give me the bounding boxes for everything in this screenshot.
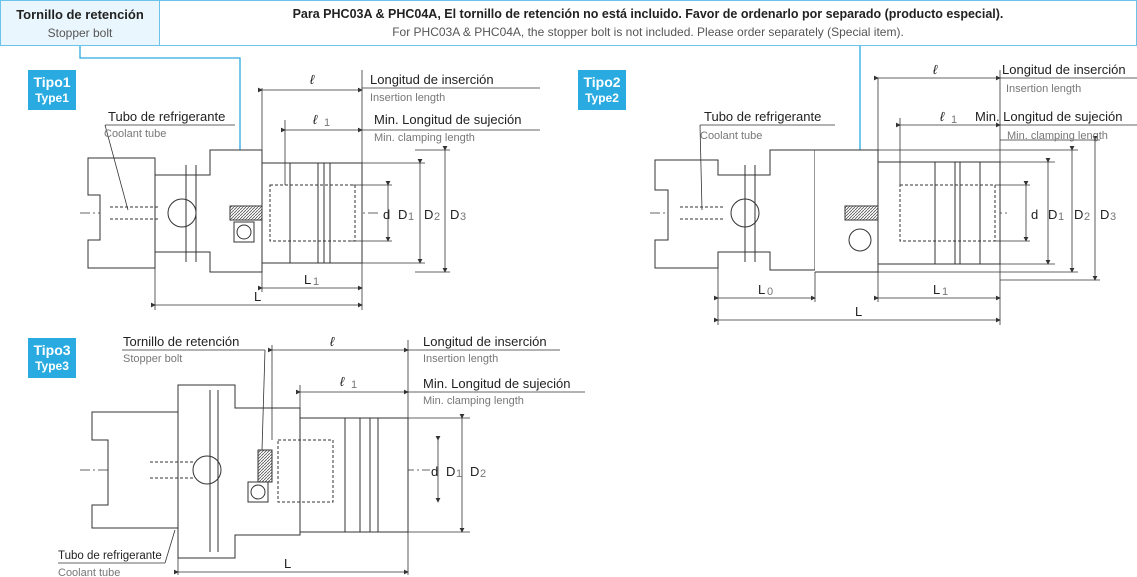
type1-L1: L bbox=[304, 272, 311, 287]
type2-l: ℓ bbox=[933, 62, 938, 77]
type2-drawing bbox=[650, 149, 1010, 273]
type2-L0: L bbox=[758, 282, 765, 297]
type3-stopper-en: Stopper bolt bbox=[123, 353, 182, 365]
type1-d: d bbox=[383, 207, 390, 222]
type1-dimensions bbox=[104, 70, 540, 310]
type2-label-es: Tipo2 bbox=[583, 74, 621, 90]
type1-l1: ℓ bbox=[313, 112, 318, 127]
type1-l: ℓ bbox=[310, 72, 315, 87]
note-es: Para PHC03A & PHC04A, El tornillo de ret… bbox=[292, 7, 1004, 21]
type2-L1: L bbox=[933, 282, 940, 297]
type2-label-en: Type2 bbox=[585, 91, 619, 105]
type1-coolant-en: Coolant tube bbox=[104, 128, 166, 140]
type3-L: L bbox=[284, 556, 291, 571]
type1-drawing bbox=[80, 149, 380, 273]
type1-D2-sub: 2 bbox=[434, 211, 440, 223]
type3-D1: D bbox=[446, 464, 455, 479]
type3-stopper-es: Tornillo de retención bbox=[123, 334, 239, 349]
stopper-bolt-note: Para PHC03A & PHC04A, El tornillo de ret… bbox=[159, 0, 1137, 46]
type1-l1-sub: 1 bbox=[324, 117, 330, 129]
type3-insertion-es: Longitud de inserción bbox=[423, 334, 547, 349]
type2-D3-sub: 3 bbox=[1110, 211, 1116, 223]
note-en: For PHC03A & PHC04A, the stopper bolt is… bbox=[392, 25, 904, 39]
type2-D2-sub: 2 bbox=[1084, 211, 1090, 223]
type3-drawing bbox=[80, 384, 430, 559]
type3-badge: Tipo3 Type3 bbox=[28, 338, 76, 378]
type1-label-en: Type1 bbox=[35, 91, 69, 105]
type1-clamping-en: Min. clamping length bbox=[374, 132, 475, 144]
type1-D1-sub: 1 bbox=[408, 211, 414, 223]
type2-coolant-en: Coolant tube bbox=[700, 130, 762, 142]
type3-coolant-en: Coolant tube bbox=[58, 567, 120, 577]
type1-insertion-es: Longitud de inserción bbox=[370, 72, 494, 87]
type3-coolant-es: Tubo de refrigerante bbox=[58, 550, 162, 562]
type1-D1: D bbox=[398, 207, 407, 222]
type1-badge: Tipo1 Type1 bbox=[28, 70, 76, 110]
type2-D1: D bbox=[1048, 207, 1057, 222]
type2-D3: D bbox=[1100, 207, 1109, 222]
type3-D2: D bbox=[470, 464, 479, 479]
type1-coolant-es: Tubo de refrigerante bbox=[108, 109, 225, 124]
type2-D1-sub: 1 bbox=[1058, 211, 1064, 223]
type3-clamping-en: Min. clamping length bbox=[423, 395, 524, 407]
type3-l: ℓ bbox=[330, 334, 335, 349]
leader-type1 bbox=[79, 46, 246, 200]
type2-dimensions bbox=[699, 70, 1137, 325]
type3-label-en: Type3 bbox=[35, 359, 69, 373]
type1-D3-sub: 3 bbox=[460, 211, 466, 223]
type2-insertion-en: Insertion length bbox=[1006, 83, 1081, 95]
type2-clamping-es: Min. Longitud de sujeción bbox=[975, 109, 1122, 124]
stopper-bolt-title-en: Stopper bolt bbox=[47, 26, 113, 40]
type3-dimensions bbox=[58, 340, 585, 575]
type2-l1-sub: 1 bbox=[951, 114, 957, 126]
type2-L0-sub: 0 bbox=[767, 286, 773, 298]
type3-D1-sub: 1 bbox=[456, 468, 462, 480]
type2-coolant-es: Tubo de refrigerante bbox=[704, 109, 821, 124]
type3-d: d bbox=[431, 464, 438, 479]
type2-L: L bbox=[855, 304, 862, 319]
type1-clamping-es: Min. Longitud de sujeción bbox=[374, 112, 521, 127]
type3-label-es: Tipo3 bbox=[33, 342, 71, 358]
type2-L1-sub: 1 bbox=[942, 286, 948, 298]
type3-D2-sub: 2 bbox=[480, 468, 486, 480]
type2-badge: Tipo2 Type2 bbox=[578, 70, 626, 110]
type2-d: d bbox=[1031, 207, 1038, 222]
type2-D2: D bbox=[1074, 207, 1083, 222]
type3-insertion-en: Insertion length bbox=[423, 353, 498, 365]
stopper-bolt-title-es: Tornillo de retención bbox=[16, 7, 144, 22]
type1-D2: D bbox=[424, 207, 433, 222]
type1-insertion-en: Insertion length bbox=[370, 92, 445, 104]
type1-L1-sub: 1 bbox=[313, 276, 319, 288]
type2-insertion-es: Longitud de inserción bbox=[1002, 62, 1126, 77]
type3-l1: ℓ bbox=[340, 374, 345, 389]
type1-label-es: Tipo1 bbox=[33, 74, 71, 90]
stopper-bolt-header: Tornillo de retención Stopper bolt bbox=[0, 0, 160, 46]
type1-L: L bbox=[254, 289, 261, 304]
type1-D3: D bbox=[450, 207, 459, 222]
type2-l1: ℓ bbox=[940, 109, 945, 124]
type3-l1-sub: 1 bbox=[351, 379, 357, 391]
type3-clamping-es: Min. Longitud de sujeción bbox=[423, 376, 570, 391]
type2-clamping-en: Min. clamping length bbox=[1007, 130, 1108, 142]
